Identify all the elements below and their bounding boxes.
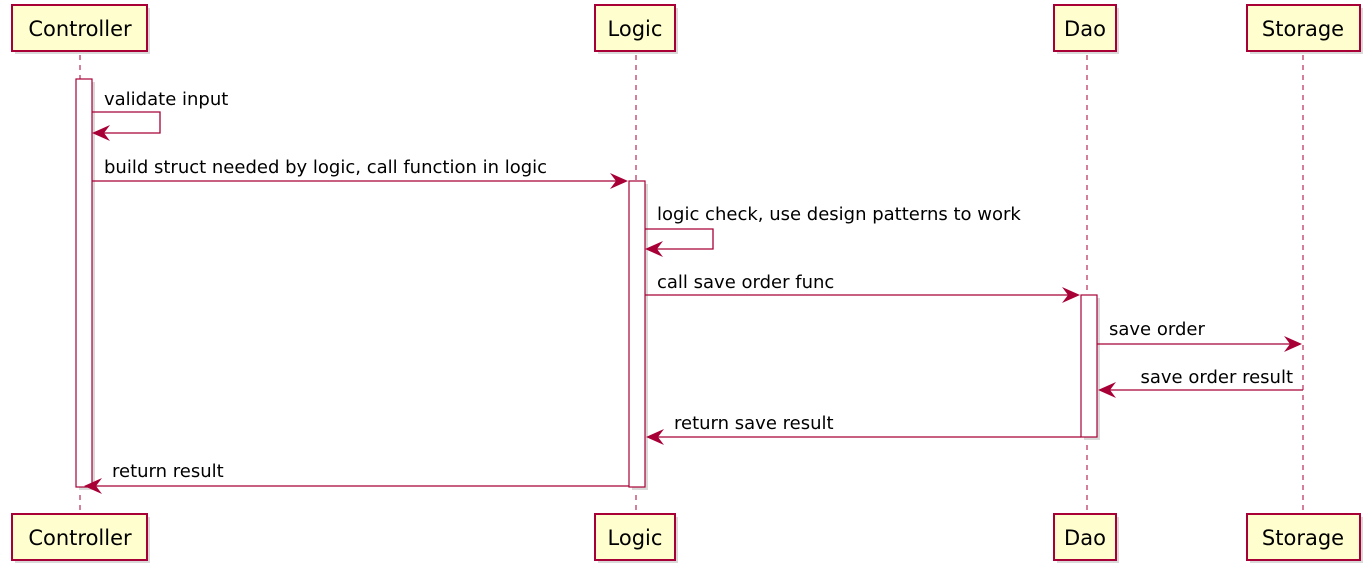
- participant-label: Dao: [1064, 17, 1106, 41]
- participant-logic-top: Logic: [594, 4, 678, 54]
- participant-label: Dao: [1064, 526, 1106, 550]
- message-build-struct: build struct needed by logic, call funct…: [92, 157, 628, 189]
- participant-label: Controller: [28, 17, 132, 41]
- message-return-save-result: return save result: [646, 413, 1081, 445]
- message-label: logic check, use design patterns to work: [657, 204, 1021, 225]
- participant-storage-top: Storage: [1246, 4, 1363, 54]
- participant-logic-bottom: Logic: [594, 513, 678, 563]
- message-label: return save result: [674, 413, 834, 434]
- activation-dao: [1080, 294, 1098, 438]
- participant-label: Controller: [28, 526, 132, 550]
- activation-logic: [628, 180, 646, 488]
- participant-label: Logic: [608, 526, 663, 550]
- message-label: call save order func: [657, 272, 834, 293]
- participant-controller-bottom: Controller: [11, 513, 150, 563]
- message-label: save order result: [1141, 367, 1294, 388]
- message-label: return result: [112, 461, 224, 482]
- message-save-order-result: save order result: [1098, 367, 1303, 398]
- participant-dao-top: Dao: [1053, 4, 1119, 54]
- message-return-result: return result: [84, 461, 629, 494]
- message-label: build struct needed by logic, call funct…: [104, 157, 547, 178]
- participant-storage-bottom: Storage: [1246, 513, 1363, 563]
- participant-label: Logic: [608, 17, 663, 41]
- message-call-save-order: call save order func: [645, 272, 1080, 303]
- message-logic-check: logic check, use design patterns to work: [645, 204, 1021, 257]
- participant-dao-bottom: Dao: [1053, 513, 1119, 563]
- message-label: save order: [1109, 319, 1205, 340]
- participant-label: Storage: [1262, 526, 1344, 550]
- message-validate-input: validate input: [92, 89, 228, 141]
- activation-controller: [75, 78, 93, 488]
- message-label: validate input: [104, 89, 228, 110]
- participant-label: Storage: [1262, 17, 1344, 41]
- message-save-order: save order: [1097, 319, 1302, 352]
- participant-controller-top: Controller: [11, 4, 150, 54]
